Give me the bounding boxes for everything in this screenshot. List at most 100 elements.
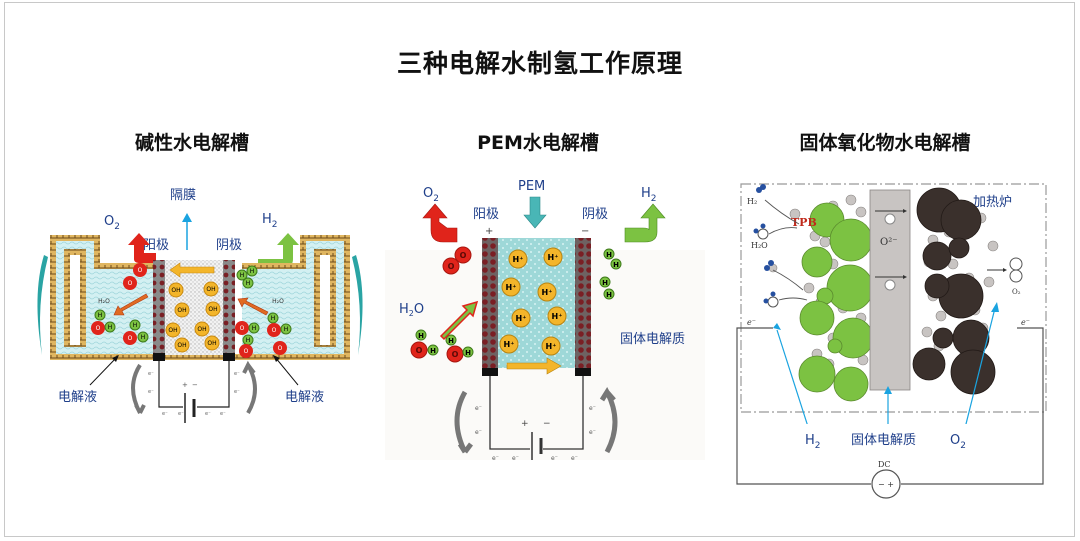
h2-label: H2 [262, 212, 278, 230]
svg-text:e⁻: e⁻ [234, 389, 240, 395]
oh-ion: OH [203, 281, 219, 297]
h2-in-label: H₂ [747, 197, 757, 206]
svg-text:e⁻: e⁻ [178, 411, 184, 417]
svg-text:H: H [613, 261, 619, 269]
svg-text:O: O [128, 335, 133, 342]
svg-text:OH: OH [168, 327, 177, 334]
svg-text:H₂O: H₂O [272, 298, 284, 305]
cathode-electrode [223, 260, 235, 355]
right-inner-gap [320, 255, 330, 345]
pem-label: PEM [518, 179, 545, 194]
electrolyte-right-label: 电解液 [285, 390, 324, 405]
anode-molecules: O O H O H H O H [410, 246, 474, 363]
oh-ions: OH OH OH OH OH OH OH OH [165, 281, 221, 353]
circuit-minus: − [543, 419, 551, 429]
svg-text:e⁻: e⁻ [148, 389, 154, 395]
membrane-label: 隔膜 [170, 188, 196, 203]
cathode-terminal [223, 353, 235, 361]
electron-left: e⁻ [747, 318, 756, 327]
water-flow-arrow [439, 300, 479, 341]
right-fin [352, 255, 363, 355]
oh-ion: OH [165, 322, 181, 338]
svg-text:e⁻: e⁻ [571, 455, 578, 460]
svg-text:H: H [252, 325, 257, 332]
ion-flow-arrow [169, 262, 215, 278]
h-plus-ion: H⁺ [508, 249, 528, 269]
svg-text:e⁻: e⁻ [475, 429, 482, 436]
electron-right: e⁻ [1021, 318, 1030, 327]
furnace-label: 加热炉 [973, 195, 1012, 210]
svg-text:O: O [452, 350, 459, 359]
pem-diagram: PEM O2 H2 阳极 阴极 + − H⁺ H⁺ H⁺ H⁺ H⁺ H⁺ H⁺… [385, 179, 705, 460]
oh-ion: OH [174, 302, 190, 318]
dc-label: DC [878, 460, 891, 469]
svg-text:O: O [240, 325, 245, 332]
electron-flow-right-icon [242, 360, 257, 415]
svg-text:H⁺: H⁺ [552, 312, 563, 321]
h2-pointer-arrowhead [773, 323, 781, 330]
anode-electrode [482, 238, 498, 368]
electrolyte-left-label: 电解液 [58, 390, 97, 405]
svg-text:H: H [250, 268, 255, 275]
anode-terminal [482, 368, 498, 376]
anode-label: 阳极 [143, 238, 169, 253]
svg-text:e⁻: e⁻ [512, 455, 519, 460]
electrolyte-right-arrowhead [273, 355, 280, 362]
svg-text:O: O [278, 345, 283, 352]
electron-flow-left-icon [454, 390, 473, 454]
svg-text:O: O [244, 348, 249, 355]
tpb-label: TPB [791, 216, 817, 229]
svg-text:O: O [272, 327, 277, 334]
solid-electrolyte-label: 固体电解质 [620, 332, 685, 347]
svg-text:H: H [246, 280, 251, 287]
svg-text:O: O [460, 251, 467, 260]
anode-label: 阳极 [473, 207, 499, 222]
h-plus-ion: H⁺ [499, 334, 519, 354]
oh-ion: OH [205, 301, 221, 317]
o-ion [884, 213, 896, 225]
left-fin [37, 255, 48, 355]
svg-text:e⁻: e⁻ [220, 411, 226, 417]
svg-text:e⁻: e⁻ [205, 411, 211, 417]
cathode-flow-arrow [237, 297, 269, 316]
svg-text:e⁻: e⁻ [234, 371, 240, 377]
h-plus-ion: H⁺ [537, 282, 557, 302]
o-ion-2 [884, 279, 896, 291]
o2-out-arrowhead [1003, 268, 1007, 272]
oh-ion: OH [168, 282, 184, 298]
svg-text:H: H [98, 312, 103, 319]
h-plus-ion: H⁺ [511, 308, 531, 328]
svg-text:OH: OH [177, 342, 186, 349]
o2-atom [1009, 269, 1023, 283]
anode-molecules: O O H₂O H O H H O H [91, 263, 149, 345]
svg-text:H⁺: H⁺ [506, 283, 517, 292]
svg-text:H⁺: H⁺ [542, 288, 553, 297]
h2-out-path-2 [772, 269, 804, 291]
o2-atom [1009, 257, 1023, 271]
h2o-in-path [768, 227, 798, 235]
svg-text:O: O [416, 346, 423, 355]
h-plus-ions: H⁺ H⁺ H⁺ H⁺ H⁺ H⁺ H⁺ H⁺ [499, 247, 567, 356]
furnace-label-bg [965, 190, 1035, 212]
o2-label: O2 [950, 433, 966, 451]
cathode-molecules: H H H H [599, 248, 622, 300]
pem-title: PEM水电解槽 [477, 132, 599, 154]
svg-text:e⁻: e⁻ [492, 455, 499, 460]
svg-text:H: H [448, 337, 454, 345]
alkaline-diagram: 隔膜 O2 H2 阳极 阴极 OH OH OH OH OH OH OH OH O [37, 188, 363, 423]
h2o-in-label: H₂O [751, 241, 768, 250]
anode-electrode [153, 260, 165, 355]
oh-ion: OH [174, 337, 190, 353]
svg-text:OH: OH [206, 286, 215, 293]
cathode-electrode [575, 238, 591, 368]
svg-text:H⁺: H⁺ [516, 314, 527, 323]
electrolyte-right-pointer [274, 356, 299, 386]
svg-text:H: H [606, 251, 612, 259]
svg-text:e⁻: e⁻ [475, 405, 482, 412]
h-plus-ion: H⁺ [547, 306, 567, 326]
svg-text:H: H [465, 349, 471, 357]
svg-text:O: O [96, 325, 101, 332]
h2-molecule-icon [756, 184, 766, 193]
electrolyte-pointer-arrowhead [884, 386, 892, 394]
svg-text:H₂O: H₂O [98, 298, 110, 305]
